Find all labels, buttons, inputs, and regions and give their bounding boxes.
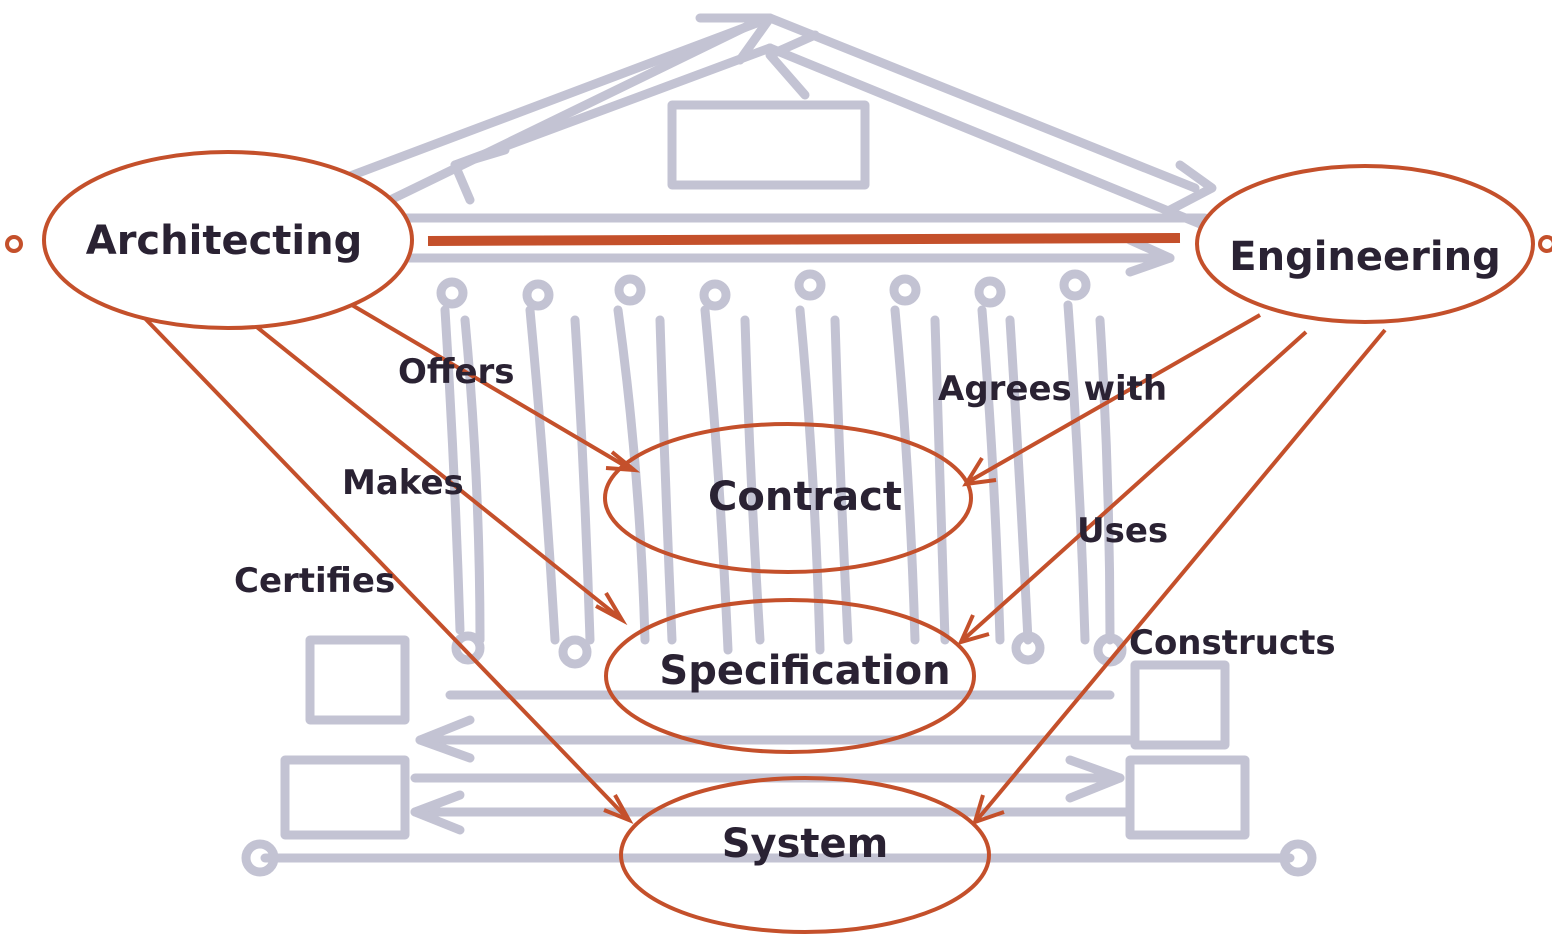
node-label-system: System [722,821,889,867]
edge-label-offers: Offers [398,352,515,392]
edge-uses-arrowhead [957,614,990,646]
edge-certifies-arrowhead [603,794,634,824]
edge-agrees-with [967,313,1261,484]
edge-offers-arrowhead [605,450,641,473]
edge-constructs [975,328,1387,822]
port-icon [1538,235,1552,253]
edge-label-uses: Uses [1077,511,1168,551]
edge-offers [338,296,634,472]
edge-uses [961,330,1308,642]
node-architecting: Architecting [5,150,414,330]
node-label-specification: Specification [659,648,950,694]
temple-sketch-background [241,13,1317,877]
node-contract: Contract [603,422,973,574]
node-system: System [619,776,991,934]
edge-constructs-arrowhead [971,794,1005,826]
port-icon [5,235,23,253]
edges [133,296,1387,826]
edge-label-certifies: Certifies [234,561,395,601]
edge-certifies [133,306,629,820]
edge-label-makes: Makes [342,463,464,503]
node-specification: Specification [604,598,976,754]
edge-makes-arrowhead [595,591,628,626]
node-label-engineering: Engineering [1229,234,1500,280]
edge-label-constructs: Constructs [1129,623,1336,663]
architecting-engineering-link [427,233,1181,246]
edge-label-agrees-with: Agrees with [938,369,1167,409]
edge-makes [236,310,622,620]
node-label-architecting: Architecting [86,218,362,264]
node-label-contract: Contract [708,474,902,520]
node-engineering: Engineering [1195,164,1552,324]
